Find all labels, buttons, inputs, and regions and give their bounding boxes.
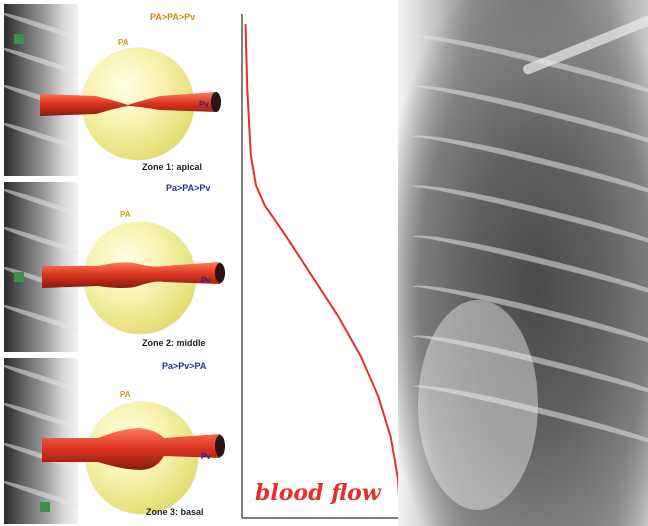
zone3-pv-label: Pv [201, 452, 211, 461]
zone-marker-icon [14, 272, 24, 282]
capillary-icon [36, 80, 226, 130]
rib-shadow [4, 302, 78, 335]
zone2-pv-label: Pv [201, 276, 211, 285]
chest-xray-icon [398, 0, 648, 526]
zone3-pa-label: PA [120, 390, 131, 399]
xray-clavicle [522, 10, 648, 75]
zone1-label: Zone 1: apical [142, 162, 202, 172]
zone-marker-icon [40, 502, 50, 512]
zone1-pressure-order: PA>PA>Pv [150, 12, 195, 22]
rib-shadow [4, 45, 78, 78]
capillary-icon [38, 426, 228, 476]
capillary-icon [38, 252, 228, 302]
zone1-pa-label: PA [118, 38, 129, 47]
zone3-pressure-order: Pa>Pv>PA [162, 361, 206, 371]
zone2-pressure-order: Pa>PA>Pv [166, 183, 210, 193]
rib-shadow [4, 186, 78, 219]
zone1-pv-label: Pv [199, 100, 209, 109]
blood-flow-curve [246, 24, 400, 518]
blood-flow-axis-label: blood flow [255, 480, 381, 506]
rib-shadow [4, 362, 78, 395]
zone2-pa-label: PA [120, 210, 131, 219]
xray-heart-shadow [418, 300, 538, 510]
zone2-label: Zone 2: middle [142, 338, 206, 348]
zone3-label: Zone 3: basal [146, 507, 204, 517]
zone-marker-icon [14, 34, 24, 44]
